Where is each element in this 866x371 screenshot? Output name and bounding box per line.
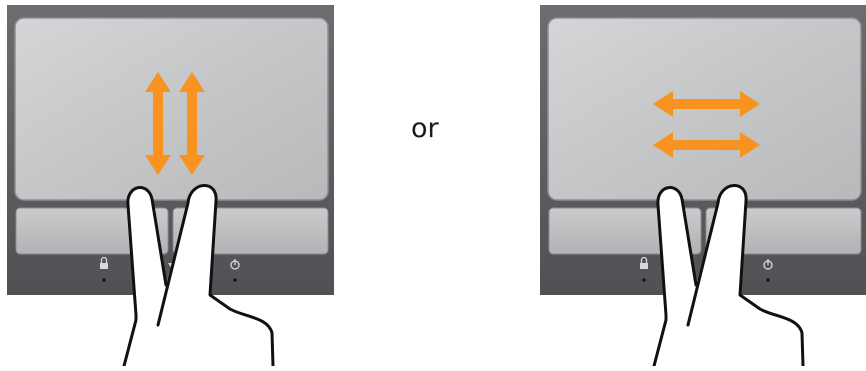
hand-icon: [118, 175, 278, 366]
hand-icon: [648, 175, 808, 366]
two-finger-hand: [118, 175, 278, 366]
touchpad-surface: [15, 18, 328, 200]
two-finger-hand: [648, 175, 808, 366]
or-separator: or: [411, 115, 439, 142]
